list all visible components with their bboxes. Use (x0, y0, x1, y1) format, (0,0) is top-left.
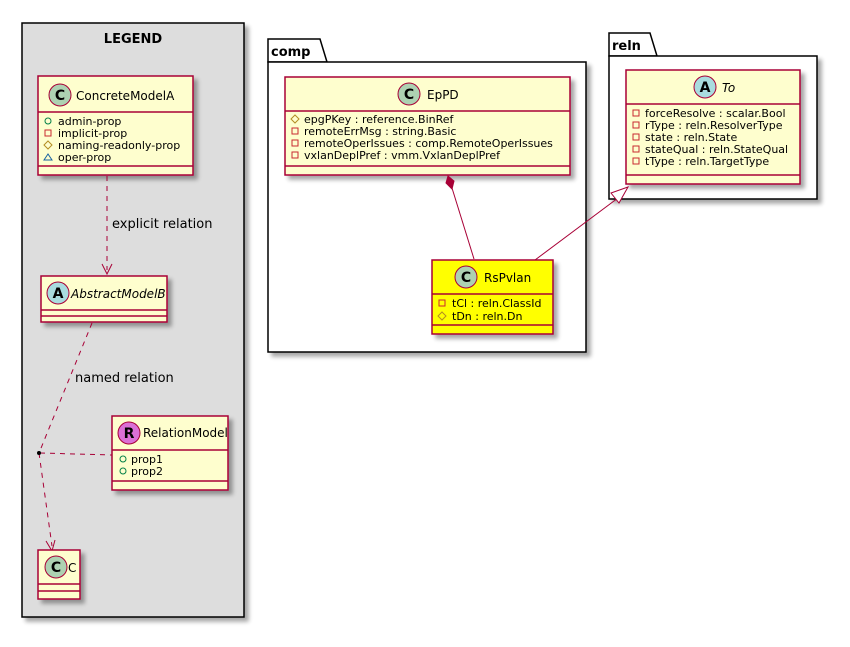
class-name: RsPvlan (484, 271, 531, 285)
package-name-comp: comp (271, 45, 311, 60)
class-c-icon (44, 555, 68, 579)
class-name: To (722, 81, 735, 95)
edge-explicit-relation: explicit relation (101, 176, 212, 276)
private-icon (632, 121, 640, 129)
attr-tcl: tCl : reln.ClassId (452, 297, 542, 310)
attr-prop1: prop1 (131, 453, 163, 466)
public-icon (44, 117, 52, 125)
private-icon (291, 139, 299, 147)
class-r-icon (117, 421, 141, 445)
class-letter: A (53, 286, 64, 302)
class-eppd[interactable]: C EpPD epgPKey : reference.BinRef remote… (284, 76, 571, 176)
attr-vxlandeplpref: vxlanDeplPref : vmm.VxlanDeplPref (304, 149, 501, 162)
class-letter: R (124, 426, 135, 442)
association-dot (37, 451, 41, 455)
private-icon (291, 127, 299, 135)
class-letter: A (700, 80, 711, 96)
private-icon (632, 157, 640, 165)
class-letter: C (55, 88, 65, 104)
edge-composition (445, 175, 475, 260)
class-name: ConcreteModelA (76, 89, 175, 103)
attr-implicit-prop: implicit-prop (58, 127, 127, 140)
class-name: C (68, 561, 76, 575)
inheritance-arrow (610, 186, 630, 204)
public-icon (119, 467, 127, 475)
attr-statequal: stateQual : reln.StateQual (645, 143, 788, 156)
public-icon (119, 455, 127, 463)
class-a-icon (46, 281, 70, 305)
class-abstract-model-b[interactable]: A AbstractModelB (40, 275, 168, 323)
attr-oper-prop: oper-prop (58, 151, 111, 164)
protected-icon (43, 140, 53, 150)
edge-named-relation: named relation (37, 322, 174, 553)
class-concrete-model-a[interactable]: C ConcreteModelA admin-prop implicit-pro… (37, 75, 194, 176)
protected-icon (290, 114, 300, 124)
attr-remoteerrmsg: remoteErrMsg : string.Basic (304, 125, 456, 138)
edge-label-explicit-relation: explicit relation (112, 217, 212, 232)
class-letter: C (461, 270, 471, 286)
protected-icon (437, 311, 447, 321)
attr-rtype: rType : reln.ResolverType (645, 119, 783, 132)
class-c[interactable]: C C (37, 549, 81, 600)
attr-tdn: tDn : reln.Dn (452, 310, 522, 323)
class-name: EpPD (427, 88, 459, 102)
package-private-icon (43, 153, 53, 161)
class-c-icon (454, 265, 478, 289)
private-icon (632, 109, 640, 117)
package-name-reln: reln (612, 39, 641, 54)
class-relation-model[interactable]: R RelationModel prop1 prop2 (111, 415, 229, 491)
attr-admin-prop: admin-prop (58, 115, 121, 128)
class-name: RelationModel (143, 426, 228, 440)
class-name: AbstractModelB (70, 287, 166, 301)
attr-ttype: tType : reln.TargetType (645, 155, 769, 168)
legend-title: LEGEND (104, 32, 163, 47)
class-to[interactable]: A To forceResolve : scalar.Bool rType : … (625, 69, 801, 185)
attr-state: state : reln.State (645, 131, 737, 144)
class-rspvlan[interactable]: C RsPvlan tCl : reln.ClassId tDn : reln.… (431, 259, 554, 335)
private-icon (291, 151, 299, 159)
private-icon (44, 129, 52, 137)
attr-epgpkey: epgPKey : reference.BinRef (304, 113, 455, 126)
class-a-icon (693, 75, 717, 99)
attr-prop2: prop2 (131, 465, 163, 478)
attr-naming-readonly-prop: naming-readonly-prop (58, 139, 180, 152)
class-letter: C (404, 87, 414, 103)
composition-diamond (445, 175, 455, 190)
attr-forceresolve: forceResolve : scalar.Bool (645, 107, 786, 120)
edge-label-named-relation: named relation (75, 371, 174, 386)
attr-remoteoperissues: remoteOperIssues : comp.RemoteOperIssues (304, 137, 553, 150)
private-icon (632, 133, 640, 141)
class-c-icon (48, 83, 72, 107)
class-letter: C (51, 560, 61, 576)
private-icon (438, 299, 446, 307)
class-c-icon (397, 82, 421, 106)
edge-generalization (534, 186, 630, 261)
private-icon (632, 145, 640, 153)
